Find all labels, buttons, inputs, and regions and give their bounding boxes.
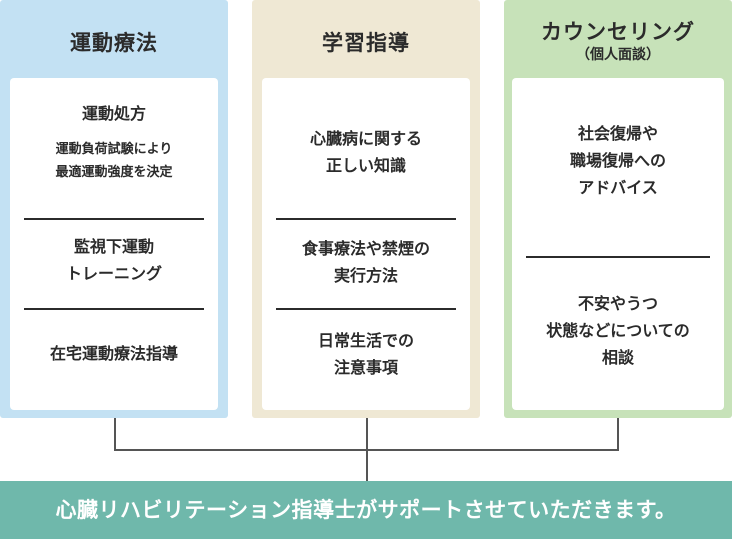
connector-line-horizontal (114, 449, 619, 451)
divider (24, 218, 204, 220)
connector-line-right (617, 418, 619, 451)
divider (24, 308, 204, 310)
column-exercise-therapy: 運動療法 運動処方 運動負荷試験により 最適運動強度を決定 監視下運動 トレーニ… (0, 0, 228, 418)
item-daily-life-notes: 日常生活での 注意事項 (317, 331, 414, 377)
column-title: 学習指導 (322, 31, 410, 55)
column-content: 運動処方 運動負荷試験により 最適運動強度を決定 監視下運動 トレーニング 在宅… (10, 78, 218, 410)
column-counseling: カウンセリング （個人面談） 社会復帰や 職場復帰への アドバイス 不安やうつ … (504, 0, 732, 418)
column-title: カウンセリング (541, 20, 695, 44)
item-anxiety-consultation: 不安やうつ 状態などについての 相談 (546, 294, 690, 367)
column-title: 運動療法 (70, 31, 158, 55)
column-content: 社会復帰や 職場復帰への アドバイス 不安やうつ 状態などについての 相談 (512, 78, 724, 410)
column-education: 学習指導 心臓病に関する 正しい知識 食事療法や禁煙の 実行方法 日常生活での … (252, 0, 480, 418)
item-exercise-prescription: 運動処方 (81, 104, 146, 123)
item-heart-disease-knowledge: 心臓病に関する 正しい知識 (309, 129, 422, 175)
support-banner: 心臓リハビリテーション指導士がサポートさせていただきます。 (0, 481, 732, 539)
column-subtitle: （個人面談） (576, 47, 660, 63)
item-diet-smoking: 食事療法や禁煙の 実行方法 (301, 239, 430, 285)
divider (526, 256, 710, 258)
item-exercise-prescription-detail: 運動負荷試験により 最適運動強度を決定 (55, 142, 173, 180)
divider (276, 308, 456, 310)
item-home-exercise-guidance: 在宅運動療法指導 (49, 344, 178, 363)
item-return-to-work-advice: 社会復帰や 職場復帰への アドバイス (569, 124, 666, 197)
divider (276, 218, 456, 220)
connector-line-left (114, 418, 116, 451)
column-content: 心臓病に関する 正しい知識 食事療法や禁煙の 実行方法 日常生活での 注意事項 (262, 78, 470, 410)
item-supervised-training: 監視下運動 トレーニング (65, 237, 162, 283)
